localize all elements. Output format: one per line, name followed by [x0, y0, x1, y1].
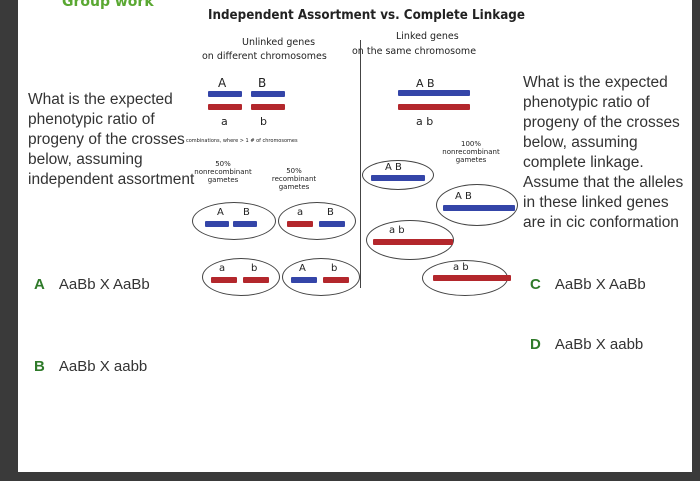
linked-nonrecombinant-label: 100% nonrecombinant gametes	[442, 140, 500, 164]
question-independent-assortment: What is the expected phenotypic ratio of…	[28, 91, 195, 188]
nonrecombinant-label: 50% nonrecombinant gametes	[194, 160, 252, 184]
chromosome-AB	[398, 90, 470, 96]
gamete-Ab: A b	[282, 258, 360, 296]
unlinked-heading: Unlinked genes	[242, 37, 316, 48]
slide: Group work Independent Assortment vs. Co…	[18, 0, 692, 472]
chromosome-a	[208, 104, 242, 110]
linked-AB-label: A B	[416, 77, 435, 90]
gamete-aB: a B	[278, 202, 356, 240]
allele-b-label: b	[260, 115, 267, 128]
group-work-label: Group work	[62, 0, 154, 10]
allele-B-label: B	[258, 76, 267, 90]
linked-gamete-AB-2: A B	[436, 184, 518, 226]
slide-title: Independent Assortment vs. Complete Link…	[208, 8, 525, 23]
chromosome-A	[208, 91, 242, 97]
gamete-ab: a b	[202, 258, 280, 296]
linked-gamete-ab-2: a b	[422, 260, 511, 296]
linked-gamete-AB-1: A B	[362, 160, 434, 190]
combinations-note: combinations, where > 1 # of chromosomes	[186, 138, 298, 144]
linked-subheading: on the same chromosome	[352, 46, 477, 57]
recombinant-label: 50% recombinant gametes	[271, 167, 317, 191]
chromosome-b	[251, 104, 285, 110]
linked-heading: Linked genes	[396, 31, 459, 42]
chromosome-ab	[398, 104, 470, 110]
allele-a-label: a	[221, 115, 228, 128]
gamete-AB: A B	[192, 202, 276, 240]
allele-A-label: A	[218, 76, 227, 90]
chromosome-B	[251, 91, 285, 97]
linked-ab-label: a b	[416, 115, 434, 128]
question-complete-linkage: What is the expected phenotypic ratio of…	[523, 74, 684, 231]
unlinked-subheading: on different chromosomes	[202, 51, 327, 62]
linked-gamete-ab-1: a b	[366, 220, 454, 260]
divider-line	[360, 40, 361, 288]
